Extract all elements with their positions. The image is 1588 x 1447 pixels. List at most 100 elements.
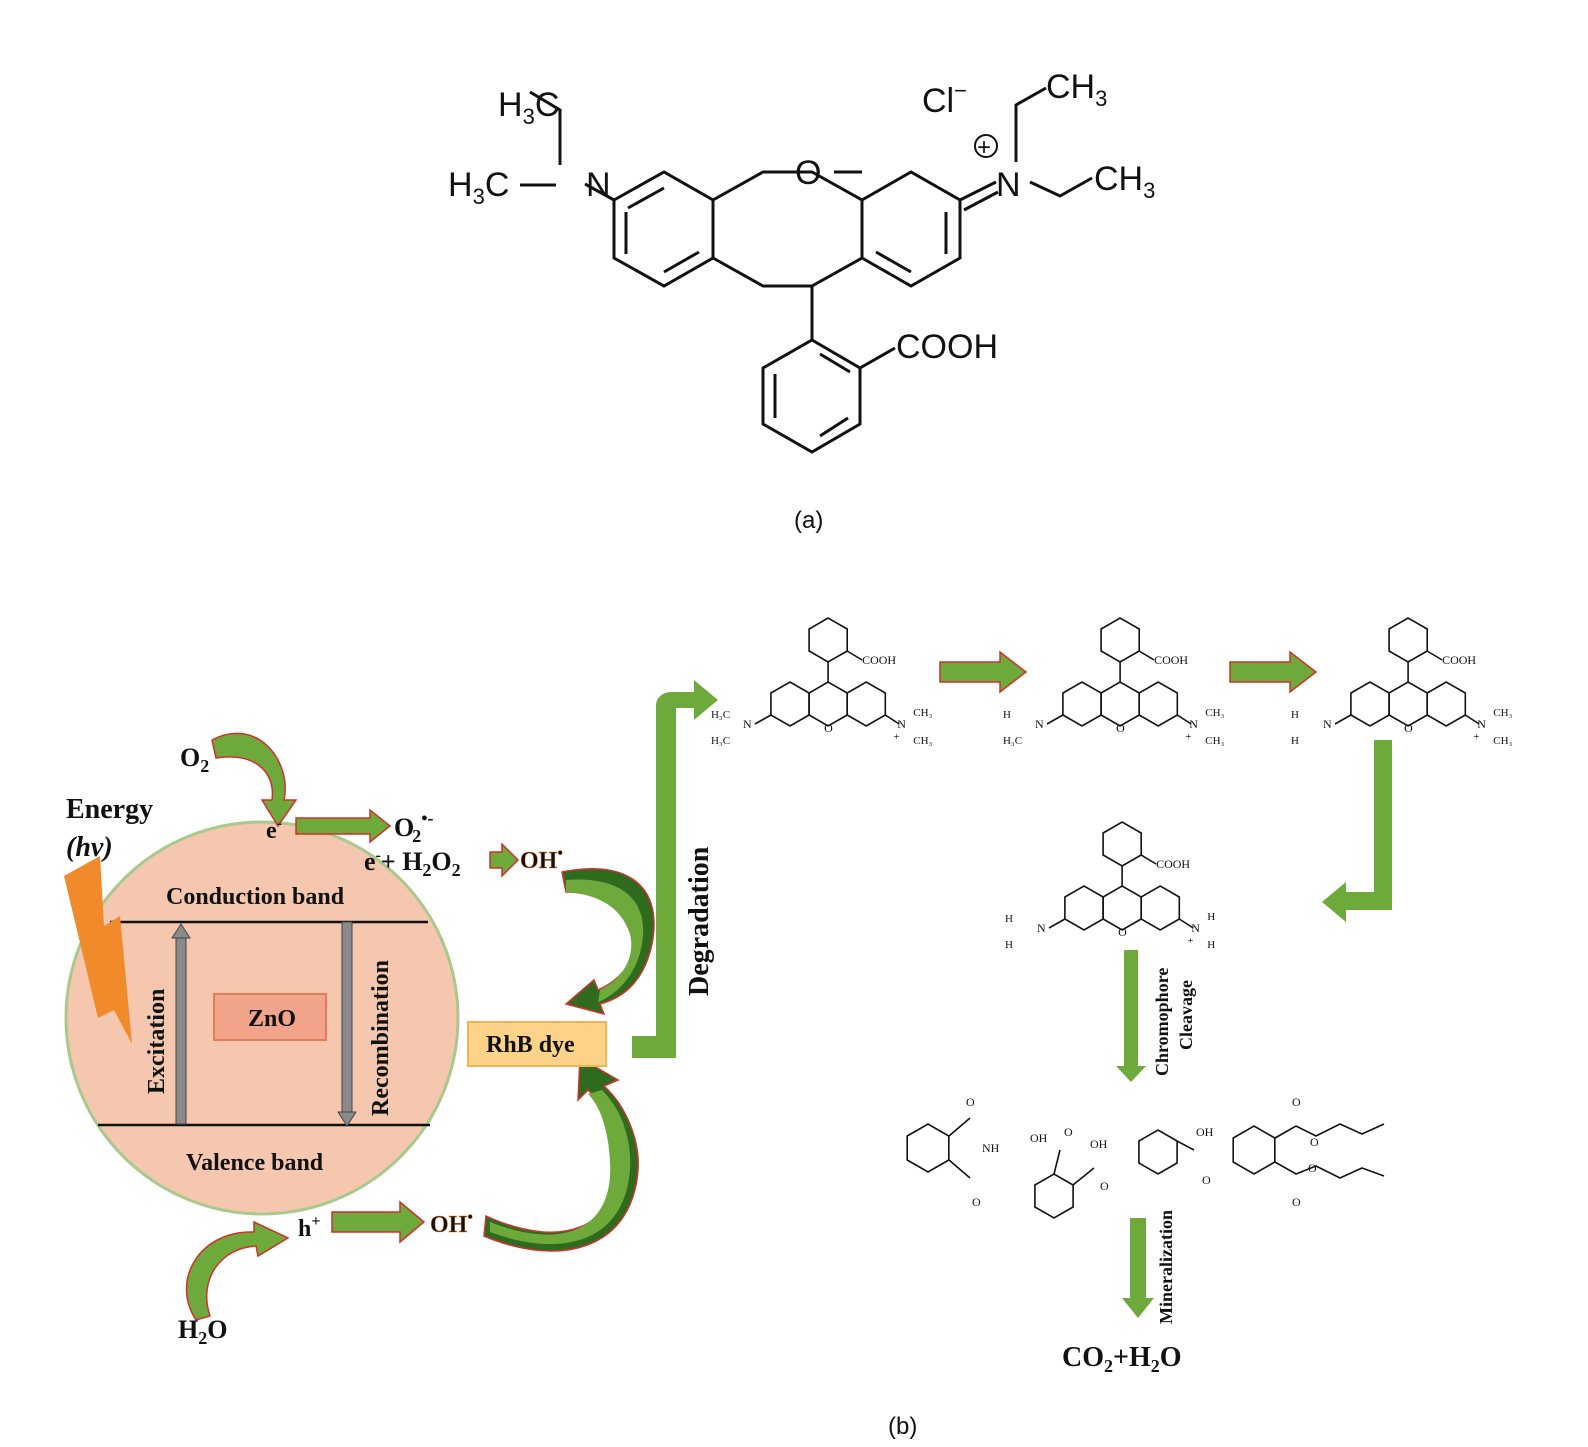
intermediate-2-o-label: O <box>1116 721 1125 735</box>
rhb-dye-box <box>467 1021 607 1067</box>
product-1-o-bottom: O <box>972 1195 981 1209</box>
intermediate-1-center-ring <box>808 681 848 727</box>
degradation-arrow-base <box>632 1036 676 1058</box>
product-1-bonds <box>948 1117 971 1179</box>
chromophore-cleavage-arrow <box>1116 950 1146 1082</box>
zno-label: ZnO <box>248 1006 296 1032</box>
panel-b-labels: Energy (hv) O2 e- O2•- e-+ H2O2 OH• Cond… <box>66 743 1196 1376</box>
co2-h2o-label: CO2+H2O <box>1062 1342 1182 1376</box>
intermediate-1-right-n-label: N <box>897 717 906 731</box>
h-plus-label: h+ <box>298 1213 320 1242</box>
intermediate-4-right-sub-2: H <box>1207 939 1215 951</box>
intermediate-4-left-sub-1: H <box>1005 913 1013 925</box>
intermediate-1-cooh-bond <box>846 650 863 661</box>
o2-label: O2 <box>180 743 209 776</box>
product-3-o: O <box>1202 1173 1211 1187</box>
product-4-chains <box>1274 1123 1385 1179</box>
h2o-curved-arrow <box>185 1220 290 1321</box>
product-3-bond <box>1176 1140 1195 1151</box>
panel-a-structure <box>520 86 1093 454</box>
valence-band-label: Valence band <box>186 1150 324 1176</box>
intermediate-4-plus-label: + <box>1187 935 1193 947</box>
mineralization-label: Mineralization <box>1156 1210 1176 1324</box>
product-1-ring <box>906 1123 950 1173</box>
mineralization-arrow <box>1122 1218 1154 1318</box>
product-1-o-top: O <box>966 1095 975 1109</box>
intermediate-1-phenyl-ring <box>808 617 848 663</box>
lightning-icon <box>64 856 132 1044</box>
intermediate-4-phenyl-ring <box>1102 821 1142 867</box>
cooh-label: COOH <box>896 328 998 366</box>
intermediate-1-plus-label: + <box>893 731 899 743</box>
chloride-label: Cl− <box>922 78 967 120</box>
oh-radical-top-label: OH• <box>520 845 563 874</box>
intermediate-3-plus-label: + <box>1473 731 1479 743</box>
intermediate-1-right-sub-2: CH₃ <box>913 735 932 747</box>
intermediate-4-right-sub-1: H <box>1207 911 1215 923</box>
product-4-o-1: O <box>1292 1095 1301 1109</box>
superoxide-label: O2•- <box>394 808 434 846</box>
intermediate-1-left-sub-1: H₃C <box>711 709 730 721</box>
product-2-o-2: O <box>1100 1179 1109 1193</box>
panel-a-labels: H3C H3C N O Cl− + N CH3 CH3 COOH (a) <box>448 68 1155 534</box>
h-plus-to-oh-arrow <box>331 1200 426 1244</box>
intermediate-2-left-sub-2: H₃C <box>1003 735 1022 747</box>
intermediate-3-left-sub-1: H <box>1291 709 1299 721</box>
degradation-label: Degradation <box>684 846 715 996</box>
intermediate-4-right-ring <box>1140 885 1181 931</box>
intermediate-1-cooh-label: COOH <box>862 653 896 667</box>
zno-box <box>213 993 327 1041</box>
intermediate-4-right-n-label: N <box>1191 921 1200 935</box>
h3c-left-label: H3C <box>448 166 509 209</box>
intermediate-3-left-sub-2: H <box>1291 735 1299 747</box>
intermediate-3-cooh-label: COOH <box>1442 653 1476 667</box>
h2o2-to-oh-arrow <box>489 842 520 878</box>
product-2-oh-1: OH <box>1030 1131 1048 1145</box>
product-4-o-3: O <box>1308 1161 1317 1175</box>
intermediate-4-left-ring <box>1064 885 1104 931</box>
intermediate-structures: COOHONH₃CH₃CN+CH₃CH₃COOHONHH₃CN+CH₃CH₃CO… <box>711 617 1513 951</box>
intermediate-1-right-ring <box>846 681 887 727</box>
intermediate-3-right-n-label: N <box>1477 717 1486 731</box>
intermediate-4-right-n-bond <box>1178 918 1194 929</box>
energy-label: Energy <box>66 794 153 825</box>
intermediate-4-center-ring <box>1102 885 1142 931</box>
oh-bottom-to-rhb-arrow-face <box>490 1090 631 1245</box>
intermediate-2-cooh-bond <box>1138 650 1155 661</box>
intermediate-arrow-1 <box>939 650 1028 694</box>
positive-charge-label: + <box>977 134 991 161</box>
panel-b-caption: (b) <box>888 1413 917 1440</box>
recombination-arrow-head <box>337 1111 357 1127</box>
intermediate-4-left-sub-2: H <box>1005 939 1013 951</box>
recombination-label: Recombination <box>368 960 394 1116</box>
intermediate-4-left-n-bond <box>1048 918 1066 929</box>
intermediate-3-phenyl-ring <box>1388 617 1428 663</box>
intermediate-3-center-ring <box>1388 681 1428 727</box>
intermediate-2-plus-label: + <box>1185 731 1191 743</box>
h3c-top-label: H3C <box>498 86 559 129</box>
e-to-superoxide-arrow <box>295 808 392 844</box>
o2-curved-arrow <box>211 732 298 828</box>
intermediate-4-cooh-bond <box>1140 854 1157 865</box>
intermediate-2-right-ring <box>1138 681 1179 727</box>
e-top-label: e- <box>266 815 282 844</box>
intermediate-1-right-n-bond <box>884 714 900 725</box>
intermediate-2-right-sub-2: CH₃ <box>1205 735 1224 747</box>
product-1-nh: NH <box>982 1141 1000 1155</box>
intermediate-2-phenyl-ring <box>1100 617 1140 663</box>
recombination-arrow-shaft <box>341 921 353 1113</box>
ch3-right-label: CH3 <box>1094 160 1155 203</box>
product-4-o-4: O <box>1292 1195 1301 1209</box>
hv-label: (hv) <box>66 832 113 863</box>
h2o-label: H2O <box>178 1315 227 1348</box>
excitation-label: Excitation <box>144 989 170 1094</box>
product-4-o-2: O <box>1310 1135 1319 1149</box>
intermediate-2-right-n-label: N <box>1189 717 1198 731</box>
degradation-arrow <box>632 680 718 1058</box>
product-2-bonds <box>1053 1149 1095 1186</box>
intermediate-1-right-sub-1: CH₃ <box>913 707 932 719</box>
panel-a-caption: (a) <box>794 507 823 534</box>
intermediate-2-left-n-bond <box>1046 714 1064 725</box>
positive-charge-circle <box>974 134 998 158</box>
